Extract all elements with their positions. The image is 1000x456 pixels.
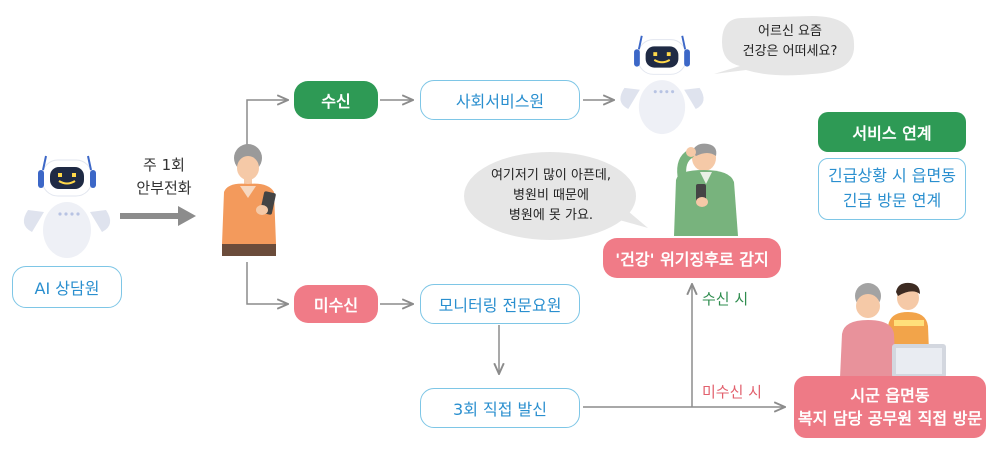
on-receive-label: 수신 시	[702, 290, 749, 308]
elder-speech-bubble	[464, 152, 648, 240]
ai-robot-icon	[23, 155, 111, 258]
three-calls-node: 3회 직접 발신	[420, 388, 580, 428]
ai-counselor-label: AI 상담원	[12, 266, 122, 308]
legend-emergency-box: 긴급상황 시 읍면동 긴급 방문 연계	[818, 158, 966, 220]
robot-speech-bubble	[714, 16, 855, 76]
big-arrow-to-elder	[120, 206, 196, 226]
branch-to-not-received	[246, 262, 288, 304]
robot-question-line1: 어르신 요즘	[758, 24, 822, 39]
social-worker-node: 사회서비스원	[420, 80, 580, 120]
robot-top-icon	[620, 35, 704, 135]
elder-reply-line2: 병원비 때문에	[513, 188, 589, 204]
visit-line1: 시군 읍면동	[850, 385, 930, 405]
elder-reply-text: 여기저기 많이 아픈데, 병원비 때문에 병원에 못 가요.	[476, 166, 626, 226]
weekly-call-note: 주 1회 안부전화	[124, 154, 204, 199]
branch-to-received	[246, 100, 288, 160]
health-crisis-node: '건강' 위기징후로 감지	[603, 238, 781, 278]
weekly-call-line2: 안부전화	[136, 178, 192, 197]
elder-reply-line3: 병원에 못 가요.	[508, 208, 594, 224]
on-not-receive-label: 미수신 시	[702, 383, 762, 401]
monitoring-node: 모니터링 전문요원	[420, 284, 580, 324]
official-visit-node: 시군 읍면동 복지 담당 공무원 직접 방문	[794, 376, 986, 438]
elder-woman-phone-illustration	[222, 144, 276, 256]
elder-man-worried-illustration	[674, 143, 738, 236]
legend-emergency-line2: 긴급 방문 연계	[842, 191, 942, 210]
robot-question-text: 어르신 요즘 건강은 어떠세요?	[728, 22, 852, 62]
received-node: 수신	[294, 81, 378, 119]
not-received-node: 미수신	[294, 285, 378, 323]
weekly-call-line1: 주 1회	[143, 156, 185, 174]
robot-question-line2: 건강은 어떠세요?	[742, 44, 838, 60]
elder-reply-line1: 여기저기 많이 아픈데,	[490, 168, 612, 183]
legend-emergency-line1: 긴급상황 시 읍면동	[828, 166, 956, 186]
legend-service-link: 서비스 연계	[818, 112, 966, 152]
home-visit-illustration	[840, 282, 946, 378]
visit-line2: 복지 담당 공무원 직접 방문	[797, 409, 983, 428]
